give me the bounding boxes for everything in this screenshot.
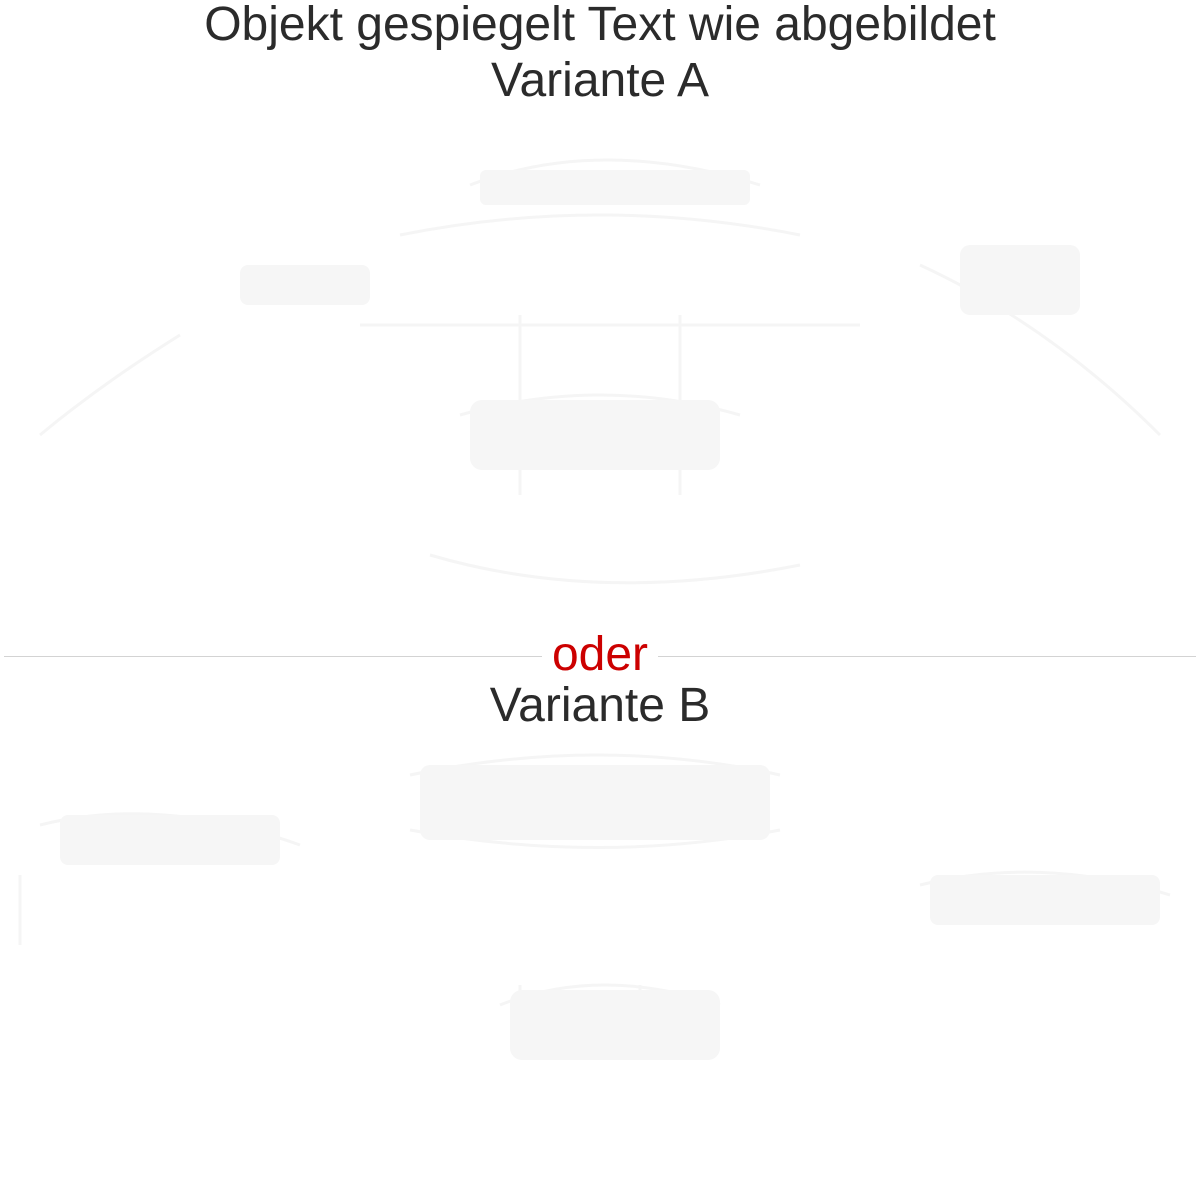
- variant-b-faint-preview: [0, 735, 1200, 1185]
- variant-a-faint-artwork: [39, 158, 1162, 585]
- variant-b-label: Variante B: [489, 679, 711, 732]
- page-title: Objekt gespiegelt Text wie abgebildet: [204, 0, 996, 51]
- variant-b-faint-artwork: [18, 753, 1171, 1060]
- separator-text: oder: [541, 628, 659, 681]
- separator-label: oder: [0, 626, 1200, 684]
- variant-a-label: Variante A: [491, 54, 709, 107]
- variant-a-faint-preview: [0, 115, 1200, 635]
